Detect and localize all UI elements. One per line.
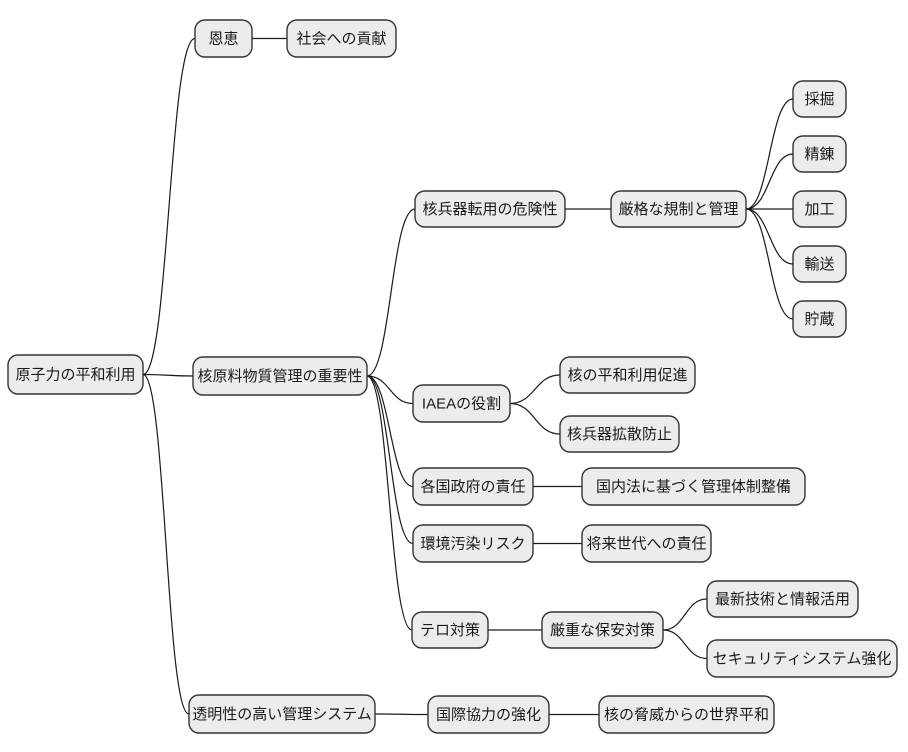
mindmap-node-label-peaceful: 核の平和利用促進 bbox=[567, 367, 687, 384]
mindmap-node-box-mining bbox=[792, 80, 847, 118]
mindmap-edge-material-gov bbox=[366, 375, 414, 488]
mindmap-node-label-gov: 各国政府の責任 bbox=[420, 478, 525, 495]
mindmap-node-peaceful: 核の平和利用促進 bbox=[559, 356, 696, 394]
mindmap-edge-material-terror bbox=[366, 375, 413, 631]
mindmap-node-label-regulation: 厳格な規制と管理 bbox=[618, 201, 738, 218]
mindmap-node-label-transport: 輸送 bbox=[804, 256, 834, 273]
mindmap-node-processing: 加工 bbox=[792, 190, 847, 228]
mindmap-node-label-nonprolif: 核兵器拡散防止 bbox=[567, 426, 672, 443]
mindmap-node-intl: 国際協力の強化 bbox=[427, 695, 550, 734]
mindmap-node-label-security: 厳重な保安対策 bbox=[550, 622, 655, 639]
mindmap-node-transport: 輸送 bbox=[792, 245, 847, 283]
mindmap-node-box-transport bbox=[792, 245, 847, 283]
mindmap-edge-regulation-refining bbox=[745, 153, 794, 210]
mindmap-node-box-intl bbox=[427, 695, 550, 734]
mindmap-node-box-law bbox=[581, 467, 806, 506]
mindmap-node-gov: 各国政府の責任 bbox=[412, 467, 534, 506]
mindmap-node-box-root bbox=[7, 354, 144, 395]
mindmap-node-box-diversion bbox=[414, 190, 566, 228]
mindmap-node-mining: 採掘 bbox=[792, 80, 847, 118]
mindmap-node-social: 社会への貢献 bbox=[286, 19, 397, 58]
mindmap-node-label-benefit: 恩恵 bbox=[208, 30, 238, 47]
mindmap-node-tech: 最新技術と情報活用 bbox=[706, 580, 859, 618]
mindmap-node-nonprolif: 核兵器拡散防止 bbox=[559, 415, 680, 453]
mindmap-edge-iaea-nonprolif bbox=[509, 402, 561, 435]
mindmap-node-label-iaea: IAEAの役割 bbox=[422, 395, 501, 412]
mindmap-node-future: 将来世代への責任 bbox=[581, 524, 712, 563]
mindmap-node-transparent: 透明性の高い管理システム bbox=[188, 694, 376, 734]
mindmap-node-material: 核原料物質管理の重要性 bbox=[192, 356, 368, 396]
mindmap-node-label-mining: 採掘 bbox=[804, 91, 834, 108]
mindmap-edge-material-diversion bbox=[366, 208, 416, 377]
mindmap-node-box-refining bbox=[792, 135, 847, 173]
mindmap-node-label-tech: 最新技術と情報活用 bbox=[715, 591, 850, 608]
mindmap-node-box-transparent bbox=[188, 694, 376, 734]
mindmap-node-label-storage: 貯蔵 bbox=[804, 311, 834, 328]
mindmap-node-box-processing bbox=[792, 190, 847, 228]
mindmap-node-label-terror: テロ対策 bbox=[420, 622, 480, 639]
mindmap-node-refining: 精錬 bbox=[792, 135, 847, 173]
mindmap-node-box-regulation bbox=[610, 190, 747, 228]
mindmap-node-box-env bbox=[412, 524, 534, 563]
mindmap-edge-transparent-intl bbox=[374, 713, 429, 716]
mindmap-node-box-terror bbox=[411, 611, 489, 649]
mindmap-node-box-security bbox=[541, 611, 664, 649]
mindmap-node-peace: 核の脅威からの世界平和 bbox=[598, 695, 775, 734]
mindmap-edge-material-iaea bbox=[366, 375, 414, 405]
mindmap-node-label-diversion: 核兵器転用の危険性 bbox=[422, 201, 557, 218]
mindmap-node-root: 原子力の平和利用 bbox=[7, 354, 144, 395]
mindmap-node-box-social bbox=[286, 19, 397, 58]
mindmap-node-label-refining: 精錬 bbox=[804, 146, 834, 163]
mindmap-edge-root-material bbox=[142, 373, 194, 377]
mindmap-edge-security-syssec bbox=[662, 629, 708, 660]
mindmap-node-storage: 貯蔵 bbox=[792, 300, 847, 338]
mindmap-edge-security-tech bbox=[662, 598, 708, 631]
mindmap-node-box-gov bbox=[412, 467, 534, 506]
mindmap-node-label-law: 国内法に基づく管理体制整備 bbox=[596, 478, 791, 495]
mindmap-node-box-material bbox=[192, 356, 368, 396]
mindmap-node-label-root: 原子力の平和利用 bbox=[15, 366, 135, 383]
mindmap-node-label-peace: 核の脅威からの世界平和 bbox=[604, 706, 769, 723]
mindmap-node-terror: テロ対策 bbox=[411, 611, 489, 649]
mindmap-edge-regulation-storage bbox=[745, 208, 794, 320]
mindmap-node-diversion: 核兵器転用の危険性 bbox=[414, 190, 566, 228]
mindmap-edge-regulation-mining bbox=[745, 98, 794, 210]
mindmap-node-label-social: 社会への貢献 bbox=[296, 30, 386, 47]
mindmap-node-box-peace bbox=[598, 695, 775, 734]
mindmap-edge-root-transparent bbox=[142, 373, 190, 715]
mindmap-node-security: 厳重な保安対策 bbox=[541, 611, 664, 649]
mindmap-edge-regulation-transport bbox=[745, 208, 794, 265]
mindmap-node-syssec: セキュリティシステム強化 bbox=[706, 639, 898, 678]
mindmap-node-box-storage bbox=[792, 300, 847, 338]
mindmap-node-box-benefit bbox=[194, 19, 253, 58]
mindmap-node-label-material: 核原料物質管理の重要性 bbox=[197, 367, 362, 385]
mindmap-node-label-transparent: 透明性の高い管理システム bbox=[192, 706, 372, 723]
mindmap-node-box-peaceful bbox=[559, 356, 696, 394]
mindmap-node-regulation: 厳格な規制と管理 bbox=[610, 190, 747, 228]
mindmap-edge-material-env bbox=[366, 375, 414, 545]
mindmap-node-law: 国内法に基づく管理体制整備 bbox=[581, 467, 806, 506]
mindmap-node-label-intl: 国際協力の強化 bbox=[436, 706, 541, 723]
mindmap-node-iaea: IAEAの役割 bbox=[412, 384, 511, 423]
mindmap-node-box-tech bbox=[706, 580, 859, 618]
mindmap-node-box-nonprolif bbox=[559, 415, 680, 453]
mindmap-node-env: 環境汚染リスク bbox=[412, 524, 534, 563]
mindmap-edge-iaea-peaceful bbox=[509, 374, 561, 405]
mindmap-node-label-processing: 加工 bbox=[804, 201, 834, 218]
mindmap-node-label-future: 将来世代への責任 bbox=[586, 535, 706, 552]
mindmap-node-box-future bbox=[581, 524, 712, 563]
mindmap-node-label-syssec: セキュリティシステム強化 bbox=[713, 650, 892, 667]
mindmap-node-benefit: 恩恵 bbox=[194, 19, 253, 58]
mindmap-edge-root-benefit bbox=[142, 37, 196, 376]
mindmap-node-box-iaea bbox=[412, 384, 511, 423]
mindmap-node-label-env: 環境汚染リスク bbox=[420, 534, 525, 552]
mindmap-node-box-syssec bbox=[706, 639, 898, 678]
